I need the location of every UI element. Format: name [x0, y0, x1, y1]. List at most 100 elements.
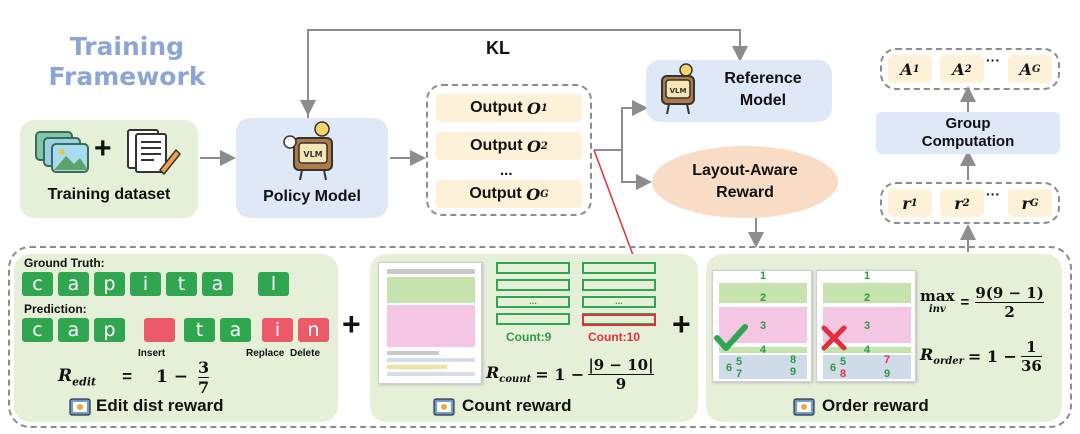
cross-icon	[821, 325, 847, 351]
count-panel: ... ... Count:9 Count:10 Rcount = 1 − |9…	[370, 254, 698, 422]
training-dataset-label: Training dataset	[47, 186, 171, 203]
count-box-left-2	[496, 279, 570, 291]
output-g-label: Output	[469, 185, 522, 202]
reward-components-container	[8, 246, 1072, 428]
gt-letter: a	[58, 272, 89, 296]
image-stack-icon	[35, 131, 89, 173]
pred-letter-insert	[144, 318, 175, 342]
reference-line2: Model	[739, 92, 787, 109]
order-left-num: 1	[760, 270, 767, 282]
layout-reward-line2: Reward	[716, 184, 774, 201]
plus-sign-1: +	[342, 306, 361, 342]
order-reward-label: Order reward	[822, 396, 929, 415]
prediction-letters: c a p t a i n	[22, 318, 332, 342]
policy-model-label: Policy Model	[263, 188, 361, 205]
group-line2: Computation	[921, 133, 1015, 150]
title-line1: Training	[69, 32, 185, 61]
count-box-right-3: ...	[582, 296, 656, 308]
order-document-wrong	[816, 270, 916, 382]
vlm-badge-reference: VLM	[670, 87, 687, 95]
order-right-num-wrong: 7	[884, 354, 891, 366]
order-right-num: 3	[864, 320, 871, 332]
checkmark-icon	[714, 324, 748, 351]
order-right-num: 6	[830, 362, 837, 374]
order-reward-icon	[793, 398, 815, 416]
count-box-right-2	[582, 279, 656, 291]
order-document-correct	[712, 270, 812, 382]
output-g-symbol: O	[526, 184, 541, 204]
gt-letter: a	[202, 272, 233, 296]
count-box-left-3: ...	[496, 296, 570, 308]
order-left-num: 8	[790, 354, 797, 366]
vlm-robot-icon: VLM	[283, 121, 333, 181]
order-left-num: 2	[760, 292, 767, 304]
page-title: Training Framework	[42, 32, 212, 92]
delete-label: Delete	[290, 348, 321, 359]
order-right-num: 1	[864, 270, 871, 282]
plus-sign-2: +	[672, 306, 691, 342]
outputs-ellipsis: ...	[500, 162, 513, 179]
gt-letter: l	[258, 272, 289, 296]
output-1-symbol: O	[526, 98, 541, 118]
title-line2: Framework	[48, 62, 206, 91]
pred-letter: p	[94, 318, 125, 342]
order-left-num: 7	[736, 368, 743, 380]
policy-model-box: VLM Policy Model	[236, 118, 388, 218]
prediction-label: Prediction:	[24, 302, 87, 316]
vlm-badge: VLM	[303, 150, 322, 159]
count-box-left-1	[496, 262, 570, 274]
pred-letter: a	[220, 318, 251, 342]
edit-dist-panel: Ground Truth: c a p i t a l Prediction: …	[14, 254, 338, 422]
vlm-robot-icon-reference: VLM	[661, 63, 695, 115]
order-left-num: 6	[726, 362, 733, 374]
gt-letter: i	[130, 272, 161, 296]
edit-reward-icon	[69, 398, 91, 416]
output-2-symbol: O	[526, 136, 541, 156]
insert-label: Insert	[138, 348, 166, 359]
pred-letter: a	[58, 318, 89, 342]
order-right-num: 2	[864, 292, 871, 304]
pred-letter-delete: n	[298, 318, 329, 342]
count-right-label: Count:10	[588, 330, 640, 344]
output-2-label: Output	[470, 137, 523, 154]
gt-letter: p	[94, 272, 125, 296]
order-left-num: 9	[790, 366, 797, 378]
count-reward-icon	[433, 398, 455, 416]
count-document-thumbnail	[378, 262, 482, 384]
pred-letter-replace: i	[262, 318, 293, 342]
plus-sign-dataset: +	[94, 132, 112, 165]
order-right-num-wrong: 8	[840, 368, 847, 380]
output-2-sub: 2	[540, 140, 548, 152]
group-computation-box: Group Computation	[876, 112, 1060, 154]
count-box-extra-red	[582, 314, 656, 326]
training-dataset-box: + Training dataset	[20, 120, 198, 218]
count-formula: Rcount = 1 − |9 − 10|9	[486, 355, 654, 393]
output-1-label: Output	[470, 99, 523, 116]
layout-reward-line1: Layout-Aware	[692, 162, 798, 179]
replace-label: Replace	[246, 348, 285, 359]
document-stack-icon	[127, 129, 182, 176]
order-right-num: 9	[884, 368, 891, 380]
kl-label: KL	[486, 38, 510, 58]
order-right-num: 5	[840, 356, 847, 368]
count-left-label: Count:9	[506, 330, 552, 344]
reference-line1: Reference	[724, 70, 802, 87]
reference-model-box: VLM Reference Model	[646, 60, 832, 122]
layout-aware-reward: Layout-Aware Reward	[652, 146, 838, 218]
order-left-num: 3	[760, 320, 767, 332]
